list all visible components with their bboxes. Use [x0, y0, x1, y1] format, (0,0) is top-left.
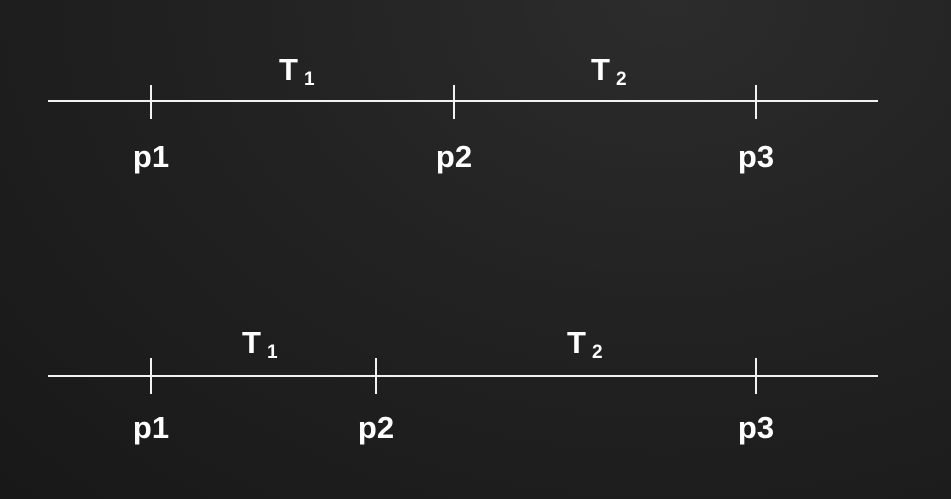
timeline-2-interval-t2-subscript: 2 — [592, 342, 603, 363]
timeline-2-interval-t1-subscript: 1 — [267, 342, 278, 363]
timeline-1-interval-t2-subscript: 2 — [616, 69, 627, 90]
timeline-1-interval-t2-symbol: T — [591, 52, 610, 87]
timeline-1-interval-t1-subscript: 1 — [304, 69, 315, 90]
timeline-1-interval-t1-symbol: T — [279, 52, 298, 87]
timeline-2-point-label-p2: p2 — [358, 410, 394, 445]
timeline-2-point-label-p3: p3 — [738, 410, 774, 445]
timeline-2-point-label-p1: p1 — [133, 410, 169, 445]
timeline-2-interval-t2-symbol: T — [567, 325, 586, 360]
timeline-1-point-label-p1: p1 — [133, 139, 169, 174]
timeline-1-point-label-p2: p2 — [436, 139, 472, 174]
timeline-1-point-label-p3: p3 — [738, 139, 774, 174]
timeline-2-interval-t1-symbol: T — [242, 325, 261, 360]
